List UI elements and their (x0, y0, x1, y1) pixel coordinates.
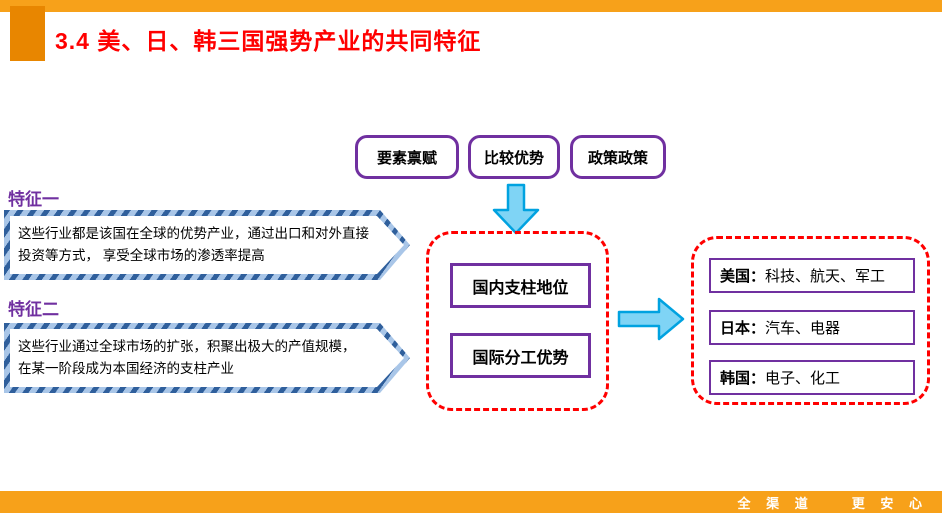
right-arrow-icon (617, 297, 685, 341)
country-japan-industries: 汽车、电器 (765, 320, 841, 337)
feature-one-label: 特征一 (8, 190, 59, 209)
feature-two-banner: 这些行业通过全球市场的扩张，积聚出极大的产值规模， 在某一阶段成为本国经济的支柱… (4, 323, 410, 393)
factor-box-comparative-advantage-label: 比较优势 (483, 149, 544, 167)
slide-title: 3.4 美、日、韩三国强势产业的共同特征 (55, 28, 482, 54)
feature-one-banner: 这些行业都是该国在全球的优势产业，通过出口和对外直接投资等方式， 享受全球市场的… (4, 210, 410, 280)
factor-box-comparative-advantage: 比较优势 (468, 135, 560, 179)
factor-box-endowment-label: 要素禀赋 (376, 149, 437, 167)
footer-bar: 全 渠 道 更 安 心 (0, 491, 942, 513)
country-box-japan: 日本： 汽车、电器 (709, 310, 915, 345)
pillar-box-international-label: 国际分工优势 (472, 349, 569, 367)
feature-two-banner-inner: 这些行业通过全球市场的扩张，积聚出极大的产值规模， 在某一阶段成为本国经济的支柱… (10, 329, 404, 387)
country-korea-name: 韩国： (720, 370, 766, 387)
country-box-usa: 美国： 科技、航天、军工 (709, 258, 915, 293)
country-dashed-group: 美国： 科技、航天、军工 日本： 汽车、电器 韩国： 电子、化工 (691, 236, 930, 405)
country-usa-name: 美国： (720, 268, 766, 285)
pillar-box-domestic-label: 国内支柱地位 (472, 279, 569, 297)
feature-one-banner-inner: 这些行业都是该国在全球的优势产业，通过出口和对外直接投资等方式， 享受全球市场的… (10, 216, 404, 274)
feature-one-text: 这些行业都是该国在全球的优势产业，通过出口和对外直接投资等方式， 享受全球市场的… (18, 226, 369, 263)
down-arrow-icon (492, 183, 540, 235)
country-usa-industries: 科技、航天、军工 (765, 268, 886, 285)
feature-two-label: 特征二 (8, 300, 59, 319)
top-accent-bar (0, 0, 942, 12)
pillar-box-domestic: 国内支柱地位 (450, 263, 591, 308)
corner-accent-block (10, 6, 45, 61)
factor-box-policy: 政策政策 (570, 135, 666, 179)
country-box-korea: 韩国： 电子、化工 (709, 360, 915, 395)
factor-box-policy-label: 政策政策 (587, 149, 648, 167)
factor-box-endowment: 要素禀赋 (355, 135, 459, 179)
country-japan-name: 日本： (720, 320, 766, 337)
footer-text: 全 渠 道 更 安 心 (737, 495, 928, 511)
feature-two-text: 这些行业通过全球市场的扩张，积聚出极大的产值规模， 在某一阶段成为本国经济的支柱… (18, 339, 356, 376)
country-korea-industries: 电子、化工 (765, 370, 841, 387)
pillar-box-international: 国际分工优势 (450, 333, 591, 378)
pillar-dashed-group: 国内支柱地位 国际分工优势 (426, 231, 609, 411)
